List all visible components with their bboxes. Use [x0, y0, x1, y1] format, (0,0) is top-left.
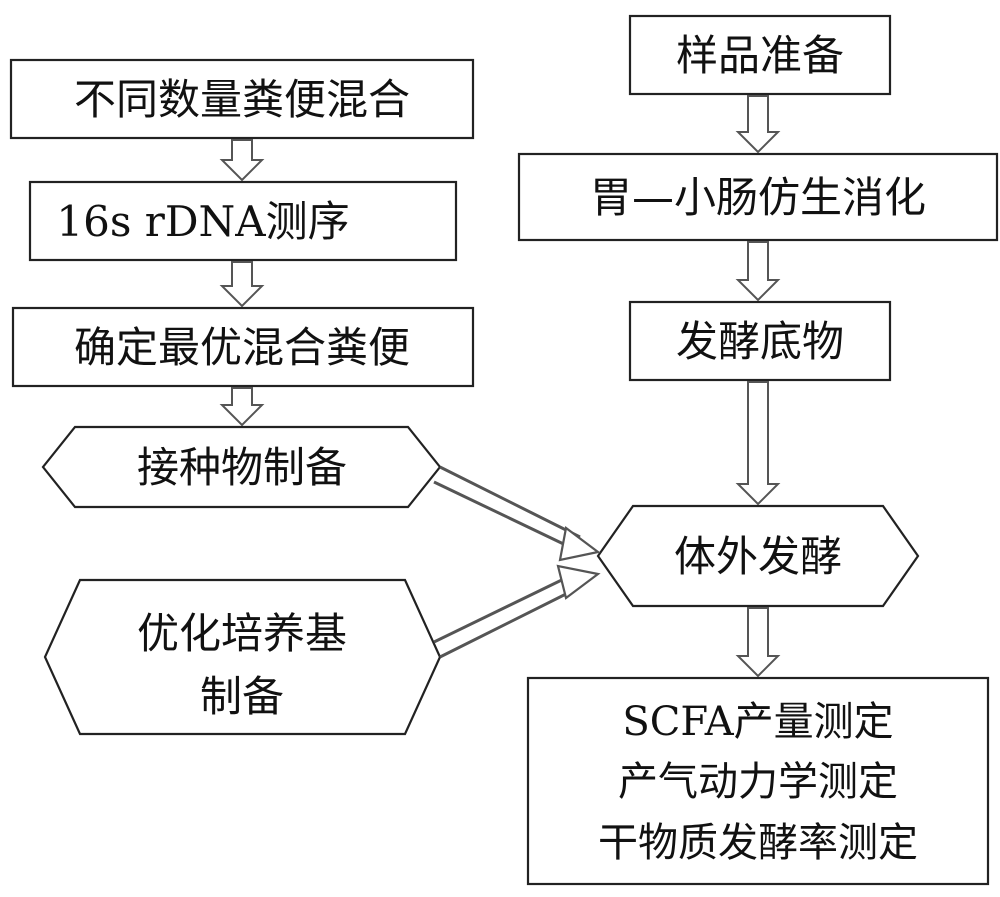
- node-measurements-line-2: 产气动力学测定: [618, 759, 898, 805]
- arrow-optimal-to-inoculum: [219, 387, 265, 427]
- node-measurements-line-1: SCFA产量测定: [622, 699, 893, 745]
- node-sample-prep-label: 样品准备: [676, 31, 844, 80]
- node-substrate: 发酵底物: [628, 300, 892, 382]
- node-mix-feces: 不同数量粪便混合: [9, 58, 475, 140]
- node-medium-line-1: 优化培养基: [137, 609, 347, 658]
- node-measurements: SCFA产量测定 产气动力学测定 干物质发酵率测定: [526, 676, 990, 886]
- node-optimal-mix: 确定最优混合粪便: [11, 306, 475, 388]
- arrow-substrate-to-invitro: [735, 381, 781, 506]
- node-sample-prep: 样品准备: [628, 14, 892, 96]
- node-in-vitro-label: 体外发酵: [674, 532, 842, 581]
- arrow-digestion-to-substrate: [735, 241, 781, 302]
- node-digestion-label: 胃—小肠仿生消化: [590, 173, 926, 222]
- node-digestion: 胃—小肠仿生消化: [517, 152, 999, 242]
- arrow-inoculum-to-invitro: [433, 465, 601, 562]
- node-sequencing-label: 16s rDNA测序: [56, 197, 349, 246]
- arrow-sample-to-digestion: [735, 95, 781, 154]
- node-substrate-label: 发酵底物: [676, 317, 844, 366]
- arrow-medium-to-invitro: [433, 564, 601, 659]
- node-medium-line-2: 制备: [200, 672, 284, 721]
- arrow-sequencing-to-optimal: [219, 261, 265, 308]
- node-optimal-mix-label: 确定最优混合粪便: [74, 323, 410, 372]
- arrow-invitro-to-measurements: [735, 607, 781, 678]
- node-sequencing: 16s rDNA测序: [28, 180, 458, 262]
- node-in-vitro: 体外发酵: [596, 504, 920, 608]
- node-measurements-line-3: 干物质发酵率测定: [598, 820, 918, 866]
- node-medium: 优化培养基 制备: [43, 578, 442, 736]
- node-inoculum: 接种物制备: [41, 425, 442, 509]
- node-inoculum-label: 接种物制备: [137, 443, 347, 492]
- arrow-mix-to-sequencing: [219, 139, 265, 182]
- node-mix-feces-label: 不同数量粪便混合: [74, 75, 410, 124]
